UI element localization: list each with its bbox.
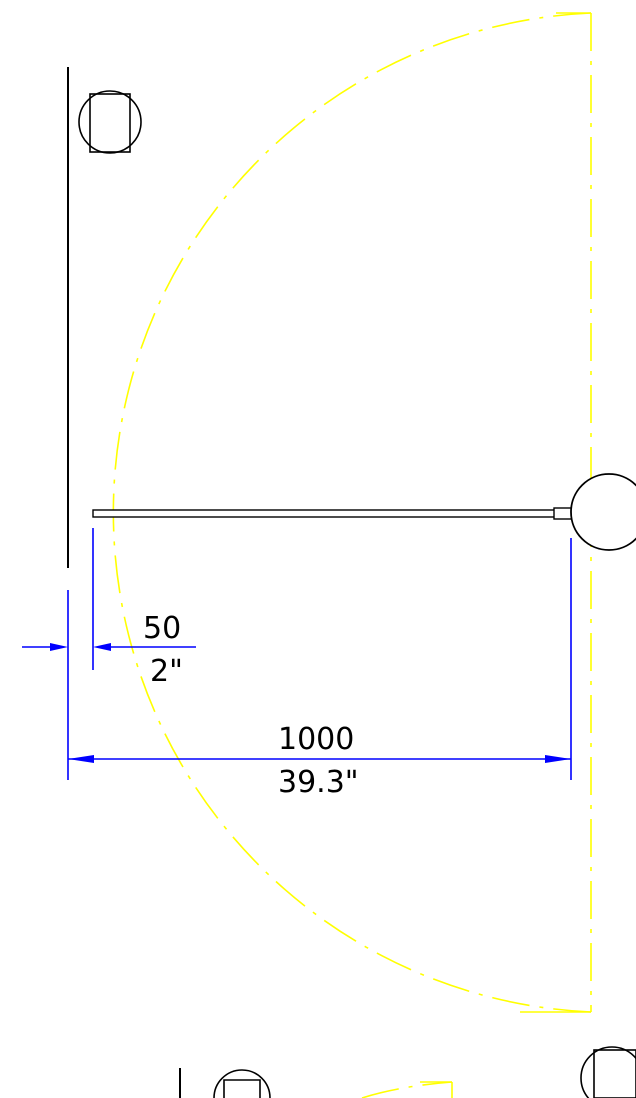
gap-dimension-imperial: 2" (150, 654, 183, 689)
lower-door-fragment (179, 1068, 453, 1098)
lower-right-hinge-fixture (580, 1046, 636, 1098)
gap-dimension (22, 528, 196, 780)
width-dimension-metric: 1000 (278, 722, 354, 757)
gap-dimension-metric: 50 (143, 611, 181, 646)
top-hinge-fixture (78, 90, 142, 154)
width-dimension-imperial: 39.3" (278, 765, 359, 800)
door-leaf (92, 507, 573, 520)
width-dimension (68, 538, 572, 780)
pivot-circle (570, 473, 636, 551)
